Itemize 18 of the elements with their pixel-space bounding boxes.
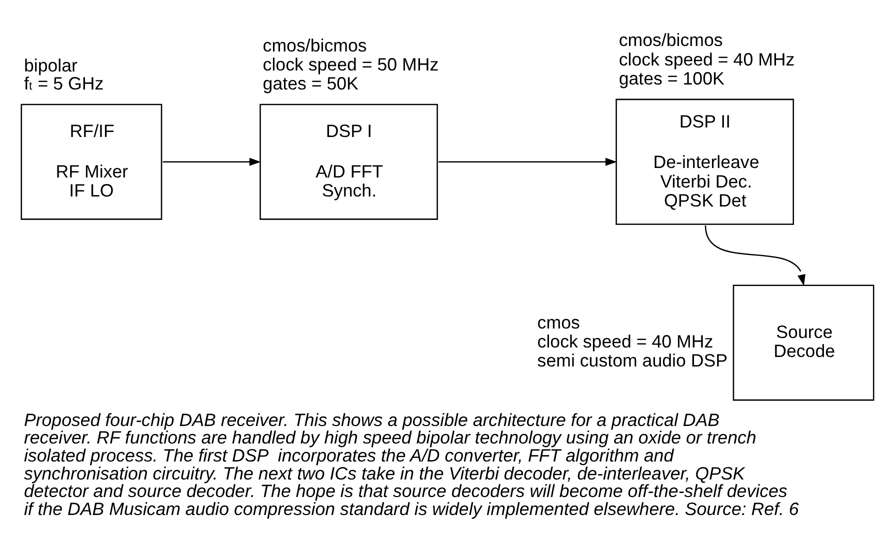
arrow xyxy=(704,225,806,286)
node-box: RF/IF RF Mixer IF LO xyxy=(20,104,162,220)
arrow xyxy=(162,158,261,166)
node-label: gates = 50K xyxy=(262,74,358,94)
arrow xyxy=(438,158,617,166)
node-label: cmos/bicmos xyxy=(618,30,723,50)
node-box: DSP I A/D FFT Synch. xyxy=(260,104,438,220)
node-label: semi custom audio DSP xyxy=(537,350,728,371)
node-label: bipolar xyxy=(24,56,78,76)
caption: Proposed four-chip DAB receiver. This shows a possible architecture for a practical DAB receiver. RF functions are handled by high speed bipolar technology using an oxide or trench isolated process. The first DSP incorporates the A/D converter, FFT algorithm and synchronisation circuitry. The next two ICs take in the Viterbi decoder, de-interleaver, QPSK detector and source decoder. The hope is that source decoders will become off-the-shelf devices if the DAB Musicam audio compression standard is widely implemented elsewhere. Source: Ref. 6 xyxy=(24,410,799,519)
node-label: clock speed = 40 MHz xyxy=(537,331,714,352)
node-box: DSP II De-interleave Viterbi Dec. QPSK Det xyxy=(616,98,794,225)
node-box: Source Decode xyxy=(732,284,874,401)
node-label: cmos/bicmos xyxy=(262,35,367,56)
node-label: gates = 100K xyxy=(618,68,724,88)
node-label: cmos xyxy=(537,312,580,332)
node-label: clock speed = 50 MHz xyxy=(262,54,439,74)
node-label: clock speed = 40 MHz xyxy=(618,49,795,70)
